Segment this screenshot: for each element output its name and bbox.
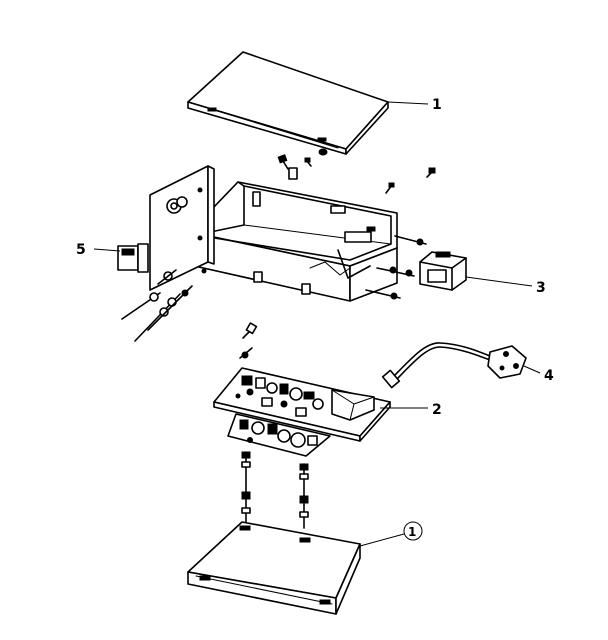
transformer-screws[interactable]	[365, 235, 427, 300]
power-cord[interactable]	[381, 342, 527, 389]
circuit-board[interactable]	[213, 367, 391, 457]
power-cord-leader	[523, 365, 541, 374]
callout-power-cord: 4	[544, 368, 554, 384]
bracket-leader	[93, 248, 121, 252]
callout-top-cover: 1	[432, 97, 442, 113]
bottom-cover-leader	[359, 533, 405, 547]
callout-bracket: 5	[76, 242, 86, 258]
transformer[interactable]	[419, 251, 467, 291]
top-cover-leader	[387, 101, 429, 105]
pcb-standoff-screws[interactable]	[241, 451, 309, 529]
bracket-screws[interactable]	[121, 269, 193, 342]
callout-circle-bottom-cover	[403, 521, 423, 541]
callout-pcb: 2	[432, 402, 442, 418]
callout-bottom-cover: 1	[408, 525, 416, 539]
mounting-bracket[interactable]	[117, 165, 215, 291]
chassis-top-screws[interactable]	[277, 148, 436, 194]
chassis-box[interactable]	[189, 181, 398, 302]
chassis-bottom-screws[interactable]	[239, 322, 258, 359]
bottom-cover-panel[interactable]	[187, 521, 361, 615]
callout-transformer: 3	[536, 280, 546, 296]
top-cover-panel[interactable]	[187, 51, 389, 155]
transformer-leader	[465, 276, 533, 287]
